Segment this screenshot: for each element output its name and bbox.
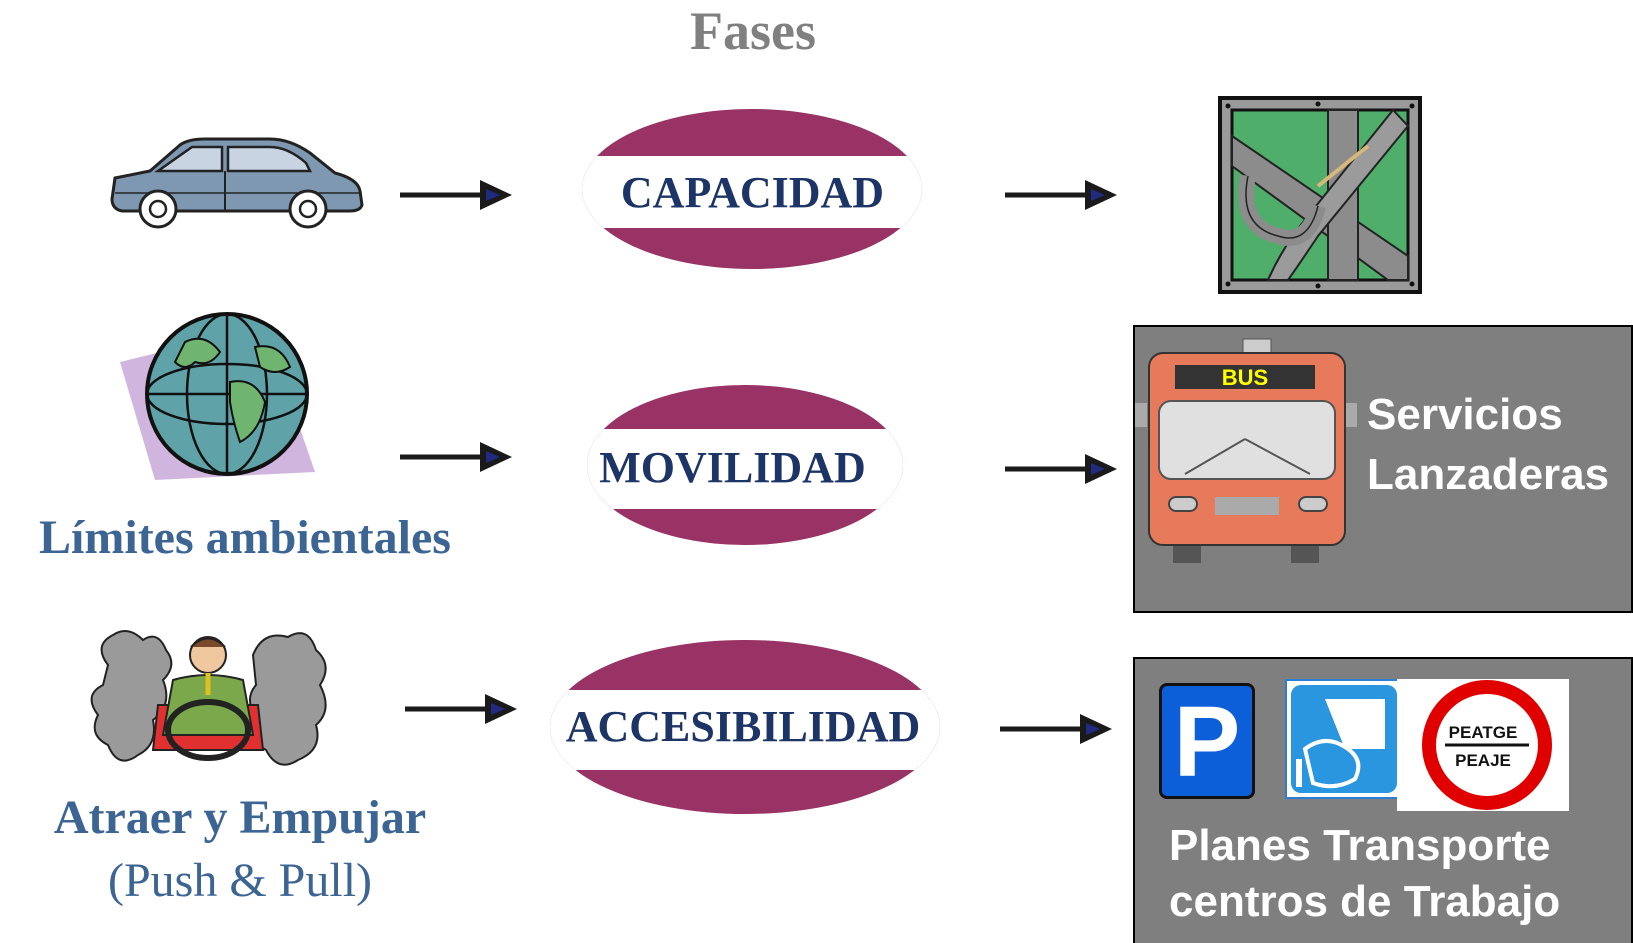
bus-panel-line2: Lanzaderas [1367,450,1610,499]
plans-panel: P PEATGE PEAJE Planes Transporte centros… [1133,657,1633,943]
parking-letter: P [1173,686,1241,798]
arrow-right-icon [1000,714,1112,744]
ellipse-shape [582,109,922,269]
phase-capacidad: CAPACIDAD [580,108,925,271]
stressed-driver-icon [90,630,327,766]
parking-sign-icon: P [1159,683,1255,799]
plans-panel-line2: centros de Trabajo [1169,877,1561,926]
ellipse-shape [550,640,940,814]
bus-icon: BUS [1135,338,1357,563]
plans-panel-line1: Planes Transporte [1169,821,1551,870]
car-icon [110,137,364,229]
phase-accesibilidad: ACCESIBILIDAD [545,640,965,815]
toll-sign-icon: PEATGE PEAJE [1397,679,1569,811]
bus-panel-line1: Servicios [1367,390,1563,439]
payment-hand-icon [1285,679,1403,799]
bus-sign-text: BUS [1222,365,1268,390]
phase-movilidad: MOVILIDAD [580,385,925,545]
toll-sign-top-text: PEATGE [1448,723,1518,742]
highway-interchange-icon [1218,96,1422,294]
ellipse-shape [587,385,903,545]
arrow-right-icon [1005,180,1117,210]
arrow-right-icon [1005,454,1117,484]
caption-push-pull: (Push & Pull) [107,854,373,907]
arrow-right-icon [405,694,517,724]
toll-sign-circle [1422,680,1552,810]
page-title: Fases [690,1,816,61]
arrow-right-icon [400,180,512,210]
globe-icon [120,312,315,480]
caption-limites: Límites ambientales [39,511,451,564]
phase-label: ACCESIBILIDAD [565,702,921,751]
bus-panel: BUS Servicios Lanzaderas [1133,325,1633,613]
phase-label: CAPACIDAD [620,168,885,217]
toll-sign-bottom-text: PEAJE [1455,751,1511,770]
arrow-right-icon [400,442,512,472]
caption-atraer: Atraer y Empujar [53,791,427,844]
phase-label: MOVILIDAD [599,443,866,492]
